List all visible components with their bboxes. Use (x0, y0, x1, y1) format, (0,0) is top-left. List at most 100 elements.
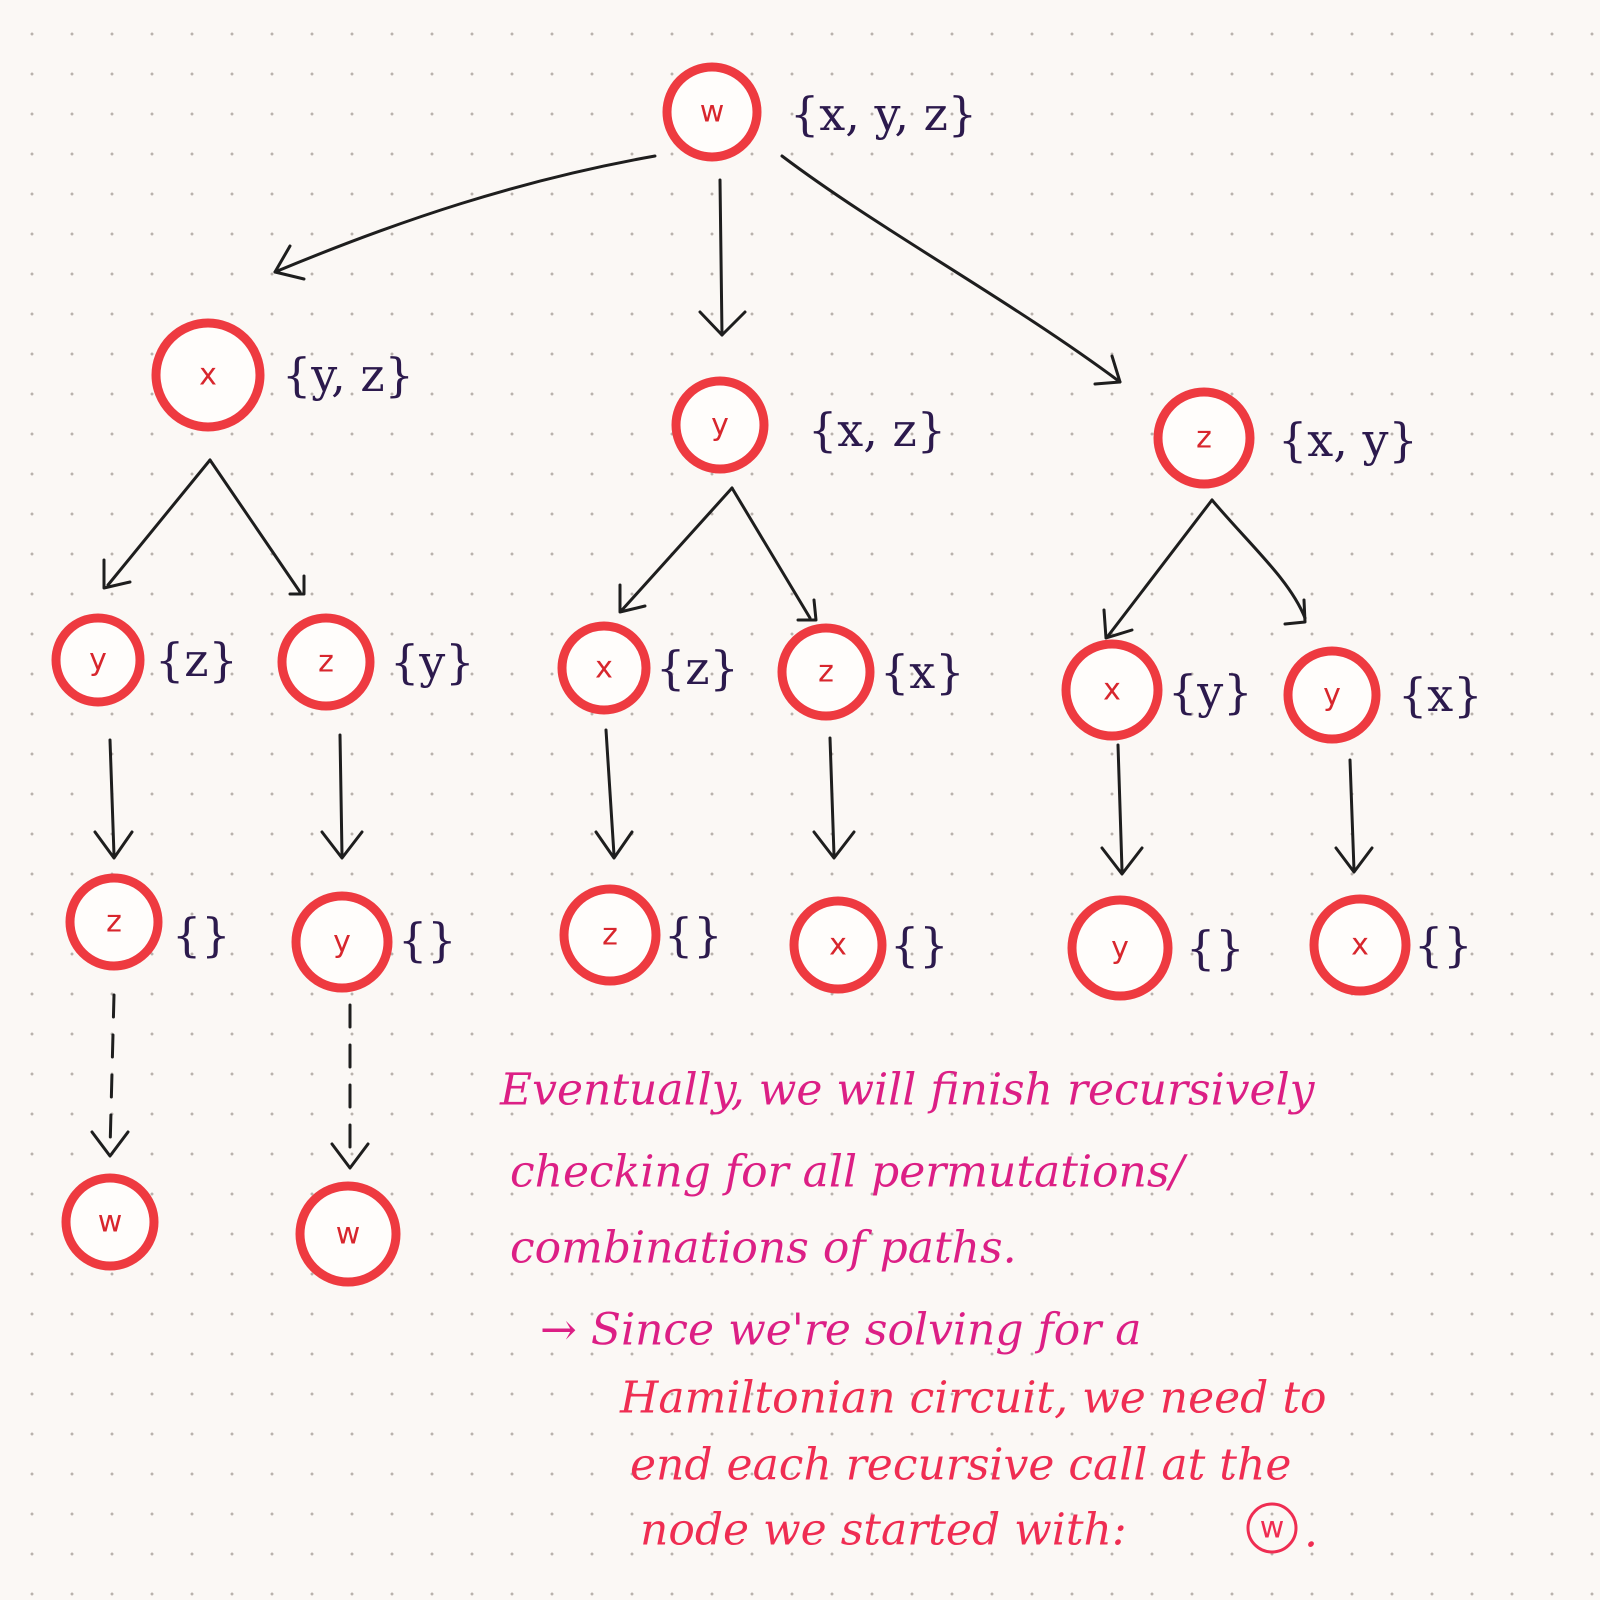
set-label: {z} (155, 633, 238, 687)
node-level2: z {x} (777, 623, 964, 721)
node-circle (1309, 894, 1411, 996)
explanation-note: Eventually, we will finish recursively c… (499, 1065, 1327, 1558)
node-letter: w (98, 1205, 123, 1240)
node-letter: y (89, 643, 107, 678)
edge-y-to-x (620, 486, 734, 612)
note-line: checking for all permutations/ (510, 1147, 1188, 1198)
node-circle (559, 884, 661, 986)
node-circle (277, 613, 375, 711)
arrowhead (1334, 846, 1374, 874)
node-circle (1067, 895, 1173, 1001)
set-label: {x} (880, 645, 964, 699)
arrowhead (1100, 846, 1144, 876)
node-circle (789, 896, 887, 994)
node-letter: x (595, 651, 613, 686)
arrowhead (796, 598, 818, 622)
node-letter: z (818, 655, 834, 690)
node-circle (671, 376, 769, 474)
note-line: → Since we're solving for a (540, 1305, 1142, 1356)
node-circle (557, 621, 651, 715)
arrowhead (330, 1142, 370, 1170)
node-level2: z {y} (277, 613, 475, 711)
set-label: {y, z} (282, 348, 414, 402)
set-label: {x, y, z} (790, 87, 977, 141)
arrowhead (618, 583, 647, 614)
set-label: {} (398, 913, 457, 967)
edge-w-to-y (718, 178, 724, 337)
node-circle (65, 873, 163, 971)
node-circle (295, 1181, 401, 1287)
arrowhead (288, 574, 306, 596)
edge-y-to-z (730, 486, 812, 620)
set-label: {} (172, 908, 231, 962)
inline-node-letter: w (1260, 1511, 1285, 1546)
node-letter: x (829, 928, 847, 963)
node-circle (1283, 646, 1381, 744)
node-letter: z (106, 905, 122, 940)
set-label: {y} (390, 635, 475, 689)
node-level2: x {y} (1061, 639, 1253, 741)
node-letter: w (336, 1217, 361, 1252)
tree-edges (90, 154, 1374, 1170)
node-level3: z {} (65, 873, 231, 971)
edge-down (1116, 743, 1124, 872)
node-letter: x (1351, 928, 1369, 963)
node-level2: y {x} (1283, 646, 1482, 744)
set-label: {} (664, 908, 723, 962)
arrowhead (698, 310, 747, 337)
node-circle (1153, 387, 1255, 489)
node-letter: w (700, 95, 725, 130)
note-line: Eventually, we will finish recursively (499, 1065, 1316, 1116)
arrowhead (1283, 598, 1307, 626)
node-letter: z (1196, 421, 1212, 456)
edge-down (108, 738, 116, 857)
node-level3: x {} (1309, 894, 1473, 996)
edge-z-to-x (1106, 498, 1214, 638)
note-period: . (1304, 1507, 1318, 1558)
set-label: {x, y} (1278, 413, 1418, 467)
inline-node-circle (1246, 1502, 1298, 1554)
arrowhead (320, 830, 364, 860)
arrowhead (93, 830, 134, 860)
node-level2: x {z} (557, 621, 739, 715)
set-label: {} (890, 918, 949, 972)
edge-w-to-x (273, 154, 657, 274)
node-letter: y (333, 925, 351, 960)
note-line: Hamiltonian circuit, we need to (619, 1373, 1327, 1424)
arrowhead (1093, 354, 1122, 386)
arrowhead (594, 830, 634, 860)
edge-w-to-z (780, 154, 1122, 384)
node-level3: z {} (559, 884, 723, 986)
edge-down (828, 736, 836, 857)
inline-start-node: w (1246, 1502, 1298, 1554)
note-line: node we started with: (640, 1505, 1127, 1556)
set-label: {z} (656, 641, 739, 695)
node-level2: y {z} (51, 613, 238, 707)
node-level4: w (61, 1173, 159, 1271)
set-label: {y} (1168, 665, 1253, 719)
arrowhead (102, 558, 132, 590)
node-level1-x: x {y, z} (151, 318, 414, 432)
edge-down (604, 728, 616, 857)
edge-x-to-y (106, 458, 212, 587)
node-circle (151, 318, 265, 432)
edge-z-to-y (1210, 498, 1307, 620)
node-circle (1061, 639, 1163, 741)
node-letter: z (318, 645, 334, 680)
node-letter: z (602, 918, 618, 953)
node-level1-y: y {x, z} (671, 376, 946, 474)
node-circle (51, 613, 145, 707)
node-circle (777, 623, 875, 721)
edge-down (1348, 758, 1356, 872)
edge-dashed-return (108, 993, 116, 1152)
set-label: {x} (1398, 668, 1482, 722)
note-line: end each recursive call at the (630, 1440, 1291, 1491)
node-root: w {x, y, z} (662, 62, 977, 162)
edge-down (338, 733, 344, 857)
node-letter: y (711, 408, 729, 443)
node-circle (662, 62, 762, 162)
node-level3: y {} (291, 891, 457, 993)
arrowhead (90, 1130, 130, 1158)
node-level3: x {} (789, 896, 949, 994)
